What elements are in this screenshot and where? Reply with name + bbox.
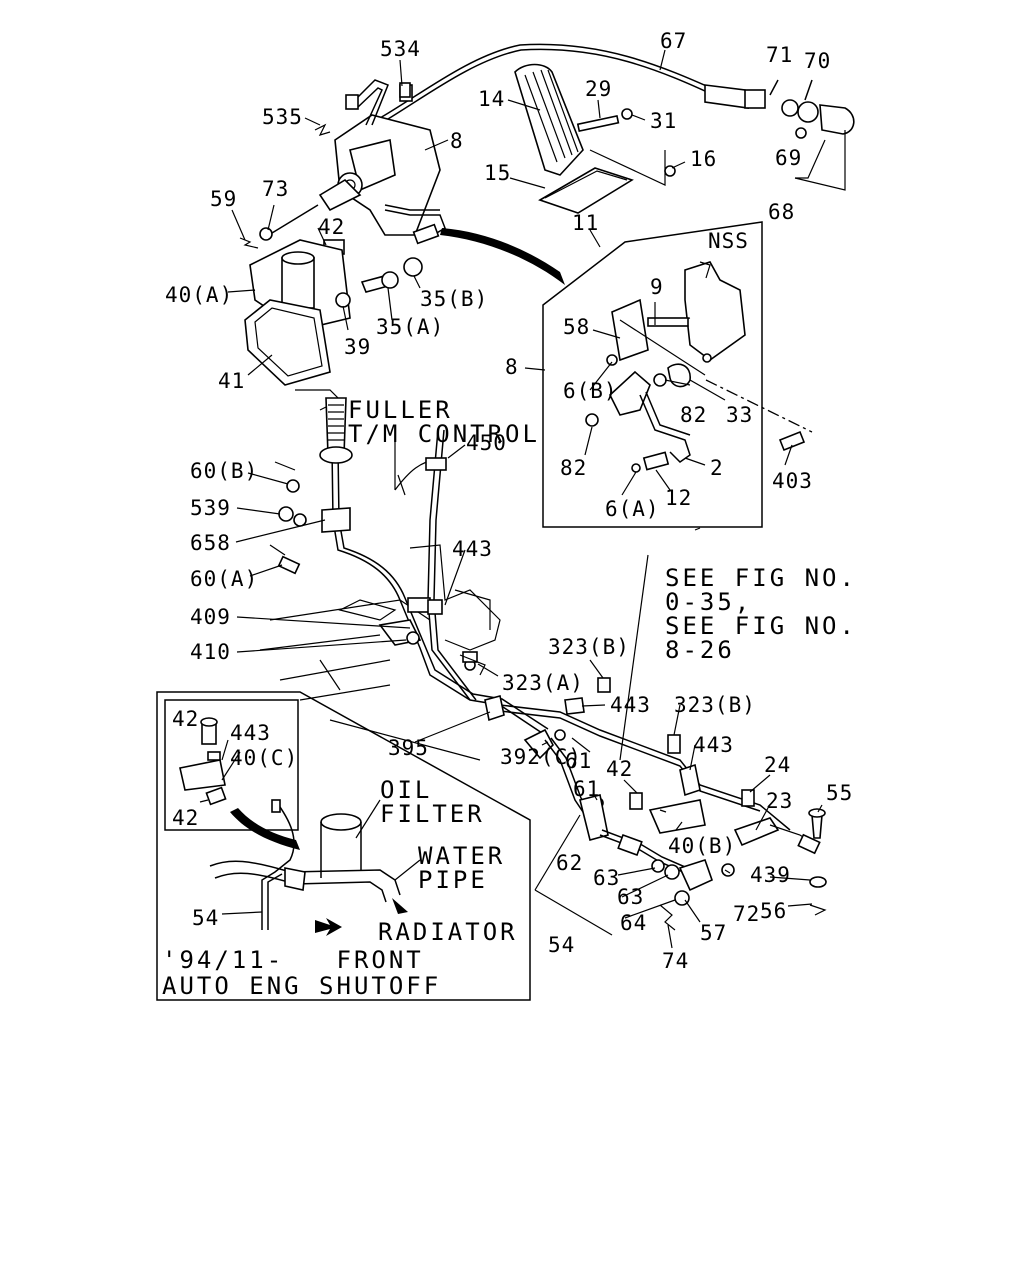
label-31: 31 [650,109,677,133]
label-57: 57 [700,921,727,945]
label-23: 23 [766,789,793,813]
label-11: 11 [572,211,599,235]
label-67: 67 [660,29,687,53]
label-29: 29 [585,77,612,101]
label-33: 33 [726,403,753,427]
label-55: 55 [826,781,853,805]
label-323a: 323(A) [502,671,584,695]
label-410: 410 [190,640,231,664]
label-395: 395 [388,736,429,760]
label-54-inset: 54 [192,906,219,930]
label-24: 24 [764,753,791,777]
note-94-11-front: '94/11- FRONT [162,946,424,974]
note-radiator: RADIATOR [378,918,518,946]
label-443-mid: 443 [610,693,651,717]
label-443-cable: 443 [452,537,493,561]
part-labels: 534 67 71 70 14 29 31 535 8 16 15 69 59 … [165,29,853,973]
label-9: 9 [650,275,664,299]
note-filter: FILTER [380,800,485,828]
label-59: 59 [210,187,237,211]
label-41: 41 [218,369,245,393]
label-72: 72 [733,902,760,926]
label-68: 68 [768,200,795,224]
label-74: 74 [662,949,689,973]
label-8-upper: 8 [450,129,464,153]
label-6b: 6(B) [563,379,618,403]
label-409: 409 [190,605,231,629]
note-pipe: PIPE [418,866,488,894]
label-35a: 35(A) [376,315,444,339]
label-443-inset: 443 [230,721,271,745]
label-439: 439 [750,863,791,887]
note-water: WATER [418,842,505,870]
label-61-upper: 61 [565,749,592,773]
label-nss: NSS [708,229,749,253]
diagram-notes: FULLER T/M CONTROL SEE FIG NO. 0-35, SEE… [162,396,857,1000]
label-40c: 40(C) [230,746,298,770]
label-64: 64 [620,911,647,935]
note-fig-8-26: 8-26 [665,636,735,664]
label-54: 54 [548,933,575,957]
label-12: 12 [665,486,692,510]
label-42-mid: 42 [606,757,633,781]
leader-lines [227,49,846,949]
label-63-lower: 63 [617,885,644,909]
label-35b: 35(B) [420,287,488,311]
label-42-inset-top: 42 [172,707,199,731]
note-see-fig-1: SEE FIG NO. [665,564,857,592]
label-62: 62 [556,851,583,875]
label-534: 534 [380,37,421,61]
label-392c: 392(C) [500,745,582,769]
label-63-upper: 63 [593,866,620,890]
label-323b-left: 323(B) [548,635,630,659]
note-fuller: FULLER [348,396,453,424]
label-82-lower: 82 [560,456,587,480]
label-70: 70 [804,49,831,73]
label-6a: 6(A) [605,497,660,521]
label-2: 2 [710,456,724,480]
note-oil: OIL [380,776,432,804]
label-323b-right: 323(B) [674,693,756,717]
label-450: 450 [466,431,507,455]
label-40a: 40(A) [165,283,233,307]
label-58: 58 [563,315,590,339]
label-8-nss: 8 [505,355,519,379]
label-15: 15 [484,161,511,185]
label-658: 658 [190,531,231,555]
label-14: 14 [478,87,505,111]
label-42-inset-bottom: 42 [172,806,199,830]
label-539: 539 [190,496,231,520]
label-40b: 40(B) [668,834,736,858]
note-auto-eng-shutoff: AUTO ENG SHUTOFF [162,972,441,1000]
label-69: 69 [775,146,802,170]
label-16: 16 [690,147,717,171]
label-39: 39 [344,335,371,359]
label-403: 403 [772,469,813,493]
label-443-right: 443 [693,733,734,757]
label-82-upper: 82 [680,403,707,427]
note-see-fig-2: SEE FIG NO. [665,612,857,640]
label-42-upper: 42 [318,215,345,239]
note-fig-0-35: 0-35, [665,588,752,616]
label-73: 73 [262,177,289,201]
label-56: 56 [760,899,787,923]
label-61-lower: 61 [573,777,600,801]
label-535: 535 [262,105,303,129]
note-tm-control: T/M CONTROL [348,420,540,448]
label-60a: 60(A) [190,567,258,591]
label-71: 71 [766,43,793,67]
label-60b: 60(B) [190,459,258,483]
drawing-artwork [156,43,855,1001]
